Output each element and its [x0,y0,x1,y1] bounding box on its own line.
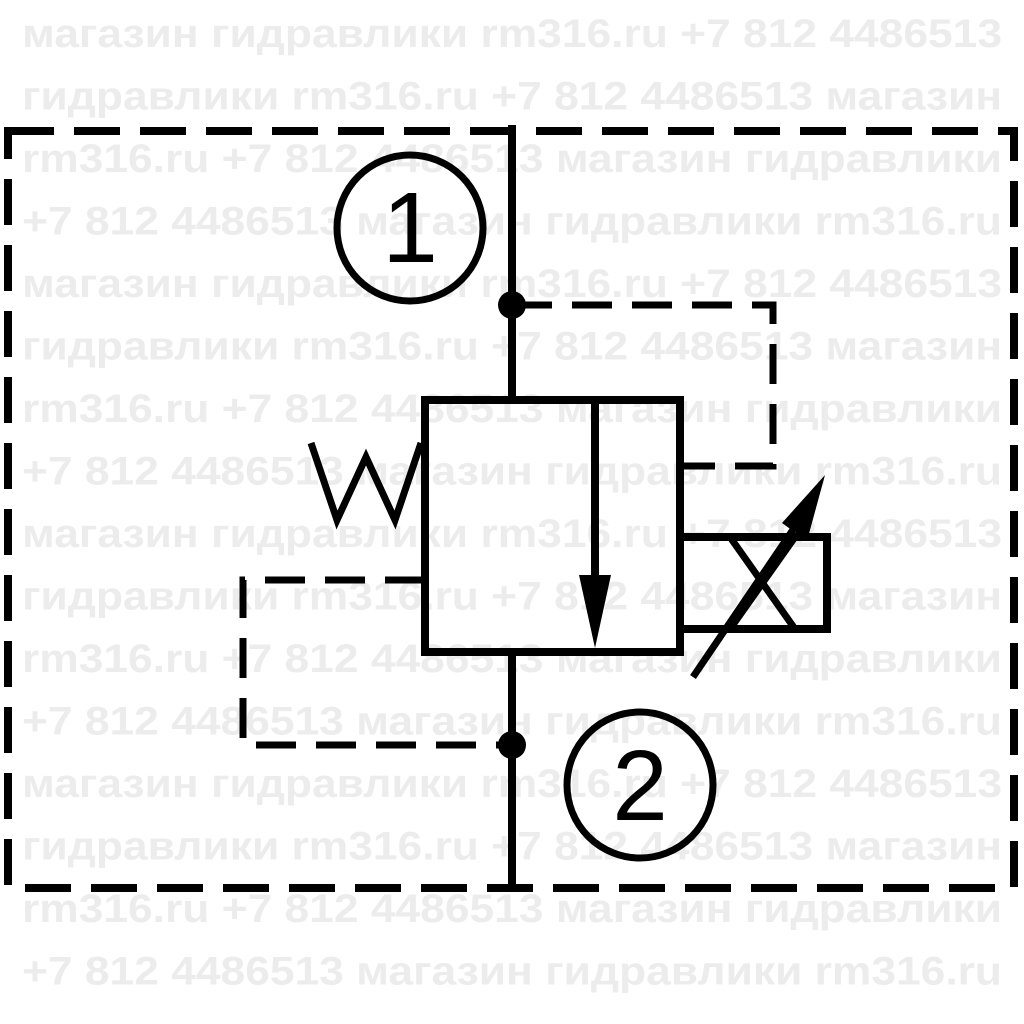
watermark-line: магазин гидравлики rm316.ru +7 812 44865… [22,512,1002,556]
adjust-box [676,533,831,633]
pilot-line-upper [512,301,777,470]
port-2-circle [563,708,717,862]
watermark-line: rm316.ru +7 812 4486513 магазин гидравли… [22,887,1002,931]
flow-arrow-head [579,575,611,648]
adjust-cross-line-b [727,534,798,632]
port-1-label: 1 [382,172,438,284]
watermark-line: гидравлики rm316.ru +7 812 4486513 магаз… [22,575,1002,619]
pilot-line-lower [239,576,512,749]
port-1-circle [333,151,487,305]
watermark-line: магазин гидравлики rm316.ru +7 812 44865… [22,12,1002,56]
watermark-line: +7 812 4486513 магазин гидравлики rm316.… [22,450,1002,494]
spring-symbol [307,441,425,530]
valve-body [421,396,684,656]
port-2-label: 2 [612,730,668,842]
watermark-line: +7 812 4486513 магазин гидравлики rm316.… [22,950,1002,994]
variable-arrow-head [782,475,825,541]
variable-arrow-shaft [690,510,808,679]
watermark-line: гидравлики rm316.ru +7 812 4486513 магаз… [22,75,1002,119]
junction-dot-top [498,291,526,319]
junction-dot-bottom [498,731,526,759]
